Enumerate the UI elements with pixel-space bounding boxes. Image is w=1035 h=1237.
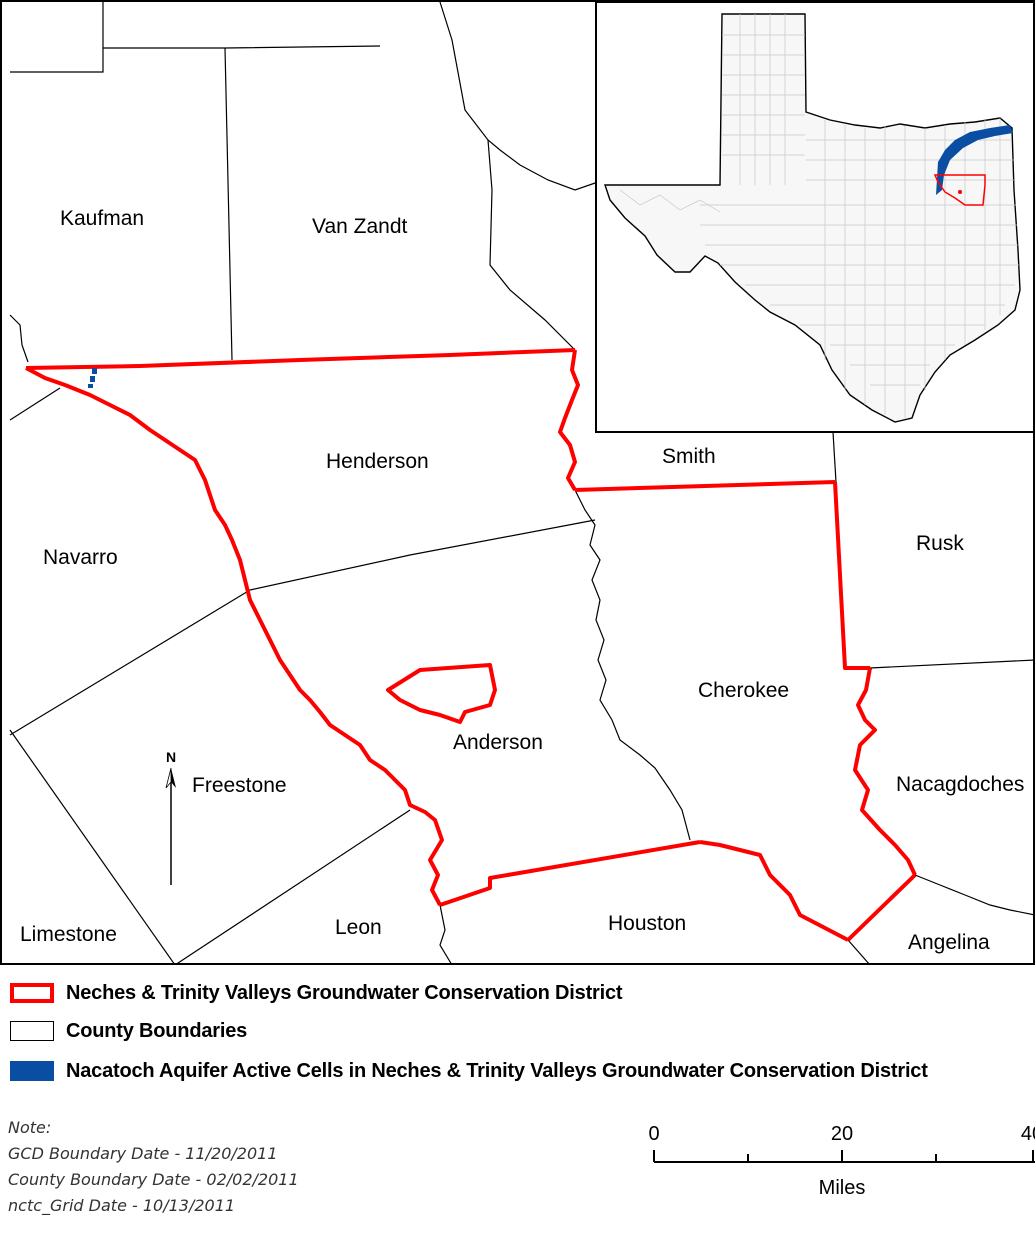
legend-item-aquifer: Nacatoch Aquifer Active Cells in Neches …	[10, 1058, 928, 1084]
scale-bar: 0 20 40 Miles	[648, 1123, 1035, 1199]
legend-label-aquifer: Nacatoch Aquifer Active Cells in Neches …	[66, 1059, 928, 1082]
county-label-cherokee: Cherokee	[698, 679, 789, 702]
legend: Neches & Trinity Valleys Groundwater Con…	[0, 980, 1035, 1100]
north-arrow: N	[165, 749, 176, 885]
county-label-nacagdoches: Nacagdoches	[896, 773, 1024, 796]
county-label-houston: Houston	[608, 912, 686, 935]
county-label-leon: Leon	[335, 916, 382, 939]
county-label-anderson: Anderson	[453, 731, 543, 754]
main-map: Kaufman Van Zandt Henderson Smith Navarr…	[0, 0, 1035, 965]
scale-tick-0: 0	[648, 1123, 659, 1145]
legend-swatch-gcd	[10, 983, 54, 1003]
aquifer-inset-band	[936, 125, 1013, 195]
aquifer-cells	[88, 368, 97, 388]
legend-swatch-county	[10, 1021, 54, 1041]
texas-county-grid	[619, 14, 1019, 418]
notes-title: Note:	[8, 1118, 52, 1137]
notes-county-date: County Boundary Date - 02/02/2011	[8, 1170, 299, 1189]
legend-label-county: County Boundaries	[66, 1019, 248, 1042]
county-label-kaufman: Kaufman	[60, 207, 144, 230]
gcd-boundary	[25, 348, 917, 942]
scale-unit: Miles	[819, 1177, 866, 1199]
notes-gcd-date: GCD Boundary Date - 11/20/2011	[8, 1144, 278, 1163]
county-label-limestone: Limestone	[20, 923, 117, 946]
scale-tick-40: 40	[1021, 1123, 1035, 1145]
legend-label-gcd: Neches & Trinity Valleys Groundwater Con…	[66, 981, 623, 1004]
north-arrow-label: N	[166, 749, 176, 765]
legend-item-gcd: Neches & Trinity Valleys Groundwater Con…	[10, 980, 623, 1006]
notes-grid-date: nctc_Grid Date - 10/13/2011	[8, 1196, 236, 1215]
county-label-henderson: Henderson	[326, 450, 429, 473]
legend-swatch-aquifer	[10, 1061, 54, 1081]
county-label-van-zandt: Van Zandt	[312, 215, 408, 238]
scale-tick-20: 20	[831, 1123, 853, 1145]
texas-inset	[595, 1, 1035, 433]
county-label-angelina: Angelina	[908, 931, 990, 954]
county-label-freestone: Freestone	[192, 774, 287, 797]
gcd-inset	[933, 174, 986, 206]
notes: Note: GCD Boundary Date - 11/20/2011 Cou…	[8, 1115, 299, 1219]
county-label-navarro: Navarro	[43, 546, 118, 569]
legend-item-county: County Boundaries	[10, 1018, 247, 1044]
county-boundaries	[9, 1, 1035, 965]
county-label-smith: Smith	[662, 445, 716, 468]
county-label-rusk: Rusk	[916, 532, 964, 555]
